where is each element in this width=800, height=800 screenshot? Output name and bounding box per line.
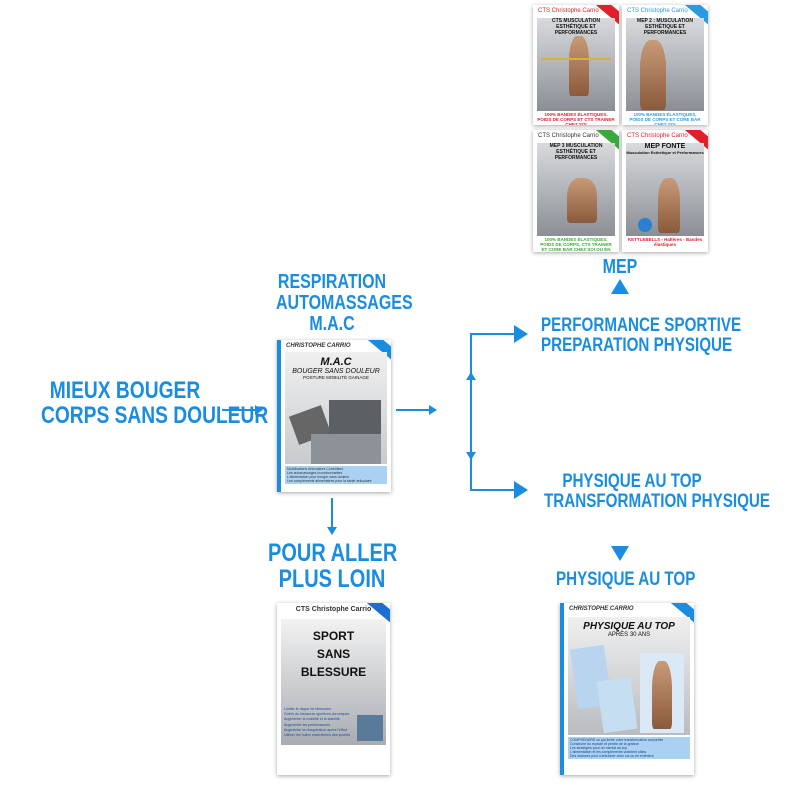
- arrowhead-down-icon: [327, 527, 337, 535]
- further-label: POUR ALLER PLUS LOIN: [268, 539, 398, 594]
- start-line2: CORPS SANS DOULEUR: [41, 402, 269, 430]
- arrow-mac-to-branches: [396, 409, 430, 411]
- book-title: MEP FONTE: [644, 143, 686, 150]
- book-bullet: Limiter le risque de blessures: [284, 707, 331, 711]
- start-label: MIEUX BOUGER CORPS SANS DOULEUR: [41, 377, 269, 430]
- book-bullet: Augmenter les performances: [284, 722, 331, 727]
- mac-label: RESPIRATION AUTOMASSAGES M.A.C: [276, 271, 413, 335]
- book-title-line: SPORT: [312, 629, 355, 643]
- book-footer: 100% BANDES ÉLASTIQUES, POIDS DE CORPS E…: [629, 112, 701, 125]
- bracket-top: [470, 333, 514, 335]
- book-author: CTS Christophe Carrio: [627, 8, 688, 14]
- arrowhead-up-icon: [466, 372, 476, 380]
- book-author: CTS Christophe Carrio: [538, 8, 599, 14]
- book-subtitle: Musculation Esthétique et Performances: [626, 150, 704, 155]
- book-footer: 100% BANDES ÉLASTIQUES, POIDS DE CORPS E…: [537, 112, 615, 125]
- book-author: CTS Christophe Carrio: [295, 606, 372, 613]
- arrowhead-right-icon: [429, 405, 437, 415]
- book-author: CHRISTOPHE CARRIO: [286, 343, 351, 349]
- arrowhead-right-icon: [255, 405, 263, 415]
- book-physique-au-top[interactable]: CHRISTOPHE CARRIO PHYSIQUE AU TOP APRÈS …: [560, 603, 694, 775]
- book-bullet: COMPRENDRE ce qui limite votre transform…: [570, 738, 664, 742]
- book-subtitle: APRÈS 30 ANS: [607, 632, 651, 638]
- book-title: MEP 3 MUSCULATION ESTHÉTIQUE ET PERFORMA…: [549, 143, 603, 161]
- branch-bottom-line2: TRANSFORMATION PHYSIQUE: [544, 490, 771, 512]
- book-bullet: L'alimentation pour bouger sans douleur: [287, 475, 350, 479]
- pat-label: PHYSIQUE AU TOP: [556, 569, 696, 590]
- triangle-up-icon: [611, 279, 629, 294]
- book-bullet: Mobilisations Articulaires Contrôlées: [287, 467, 344, 471]
- book-bullet: Construire du muscle et perdre de la gra…: [570, 742, 639, 746]
- book-bullet: Utiliser les huiles essentielles des spo…: [284, 733, 351, 738]
- book-title: MEP 2 : MUSCULATION ESTHÉTIQUE ET PERFOR…: [637, 18, 693, 36]
- start-line1: MIEUX BOUGER: [49, 377, 201, 404]
- book-mac[interactable]: CHRISTOPHE CARRIO M.A.C BOUGER SANS DOUL…: [277, 340, 391, 492]
- book-subtitle: BOUGER SANS DOULEUR: [292, 368, 380, 375]
- book-author: CTS Christophe Carrio: [538, 133, 599, 139]
- mac-line1: RESPIRATION: [277, 271, 387, 293]
- book-title: CTS MUSCULATION ESTHÉTIQUE ET PERFORMANC…: [552, 18, 600, 36]
- book-footer: 100% BANDES ÉLASTIQUES, POIDS DE CORPS, …: [540, 237, 612, 252]
- mep-label: MEP: [602, 256, 638, 278]
- book-footer: KETTLEBELLS - Haltères - Bandes élastiqu…: [627, 237, 703, 247]
- book-title: PHYSIQUE AU TOP: [583, 621, 675, 632]
- book-mep3[interactable]: CTS Christophe Carrio MEP 3 MUSCULATION …: [533, 130, 619, 252]
- book-author: CTS Christophe Carrio: [627, 133, 688, 139]
- arrow-start-to-mac: [222, 409, 256, 411]
- book-bullet: L'alimentation et les compléments vraime…: [570, 750, 647, 754]
- book-author: CHRISTOPHE CARRIO: [569, 606, 634, 612]
- mac-line2: AUTOMASSAGES: [276, 292, 413, 314]
- branch-bottom-line1: PHYSIQUE AU TOP: [562, 471, 702, 492]
- book-sport-sans-blessure[interactable]: CTS Christophe Carrio SPORT SANS BLESSUR…: [277, 603, 390, 775]
- book-bullet: Guérir de blessures sportives chroniques: [284, 712, 350, 717]
- book-bullet: Des séances pour s'entraîner chez soi ou…: [570, 754, 654, 758]
- branch-top-label: PERFORMANCE SPORTIVE PREPARATION PHYSIQU…: [541, 315, 742, 356]
- book-title-line: SANS: [316, 647, 351, 661]
- triangle-down-icon: [611, 546, 629, 561]
- arrow-mac-to-further: [331, 498, 333, 528]
- arrowhead-right-icon: [514, 481, 528, 499]
- book-mep4[interactable]: CTS Christophe Carrio MEP FONTE Musculat…: [622, 130, 708, 252]
- branch-bottom-label: PHYSIQUE AU TOP TRANSFORMATION PHYSIQUE: [544, 471, 771, 512]
- book-tagline: POSTURE MOBILITÉ GAINAGE: [303, 375, 369, 380]
- book-bullet: Augmenter la mobilité et la stabilité: [284, 717, 340, 722]
- book-bullet: Les stratégies pour un mental au top: [570, 746, 627, 750]
- branch-top-line2: PREPARATION PHYSIQUE: [541, 334, 733, 356]
- further-line2: PLUS LOIN: [278, 565, 386, 594]
- book-mep1[interactable]: CTS Christophe Carrio CTS MUSCULATION ES…: [533, 5, 619, 125]
- arrowhead-right-icon: [514, 325, 528, 343]
- further-line1: POUR ALLER: [268, 539, 398, 567]
- bracket-bottom: [470, 489, 514, 491]
- book-bullet: Les compléments alimentaires pour la san…: [287, 479, 372, 483]
- mac-line3: M.A.C: [309, 313, 355, 335]
- bracket-vertical: [470, 333, 472, 491]
- arrowhead-down-icon: [466, 452, 476, 460]
- book-bullet: Les automassages incontournables: [287, 471, 343, 475]
- book-title-line: BLESSURE: [300, 665, 367, 679]
- book-mep2[interactable]: CTS Christophe Carrio MEP 2 : MUSCULATIO…: [622, 5, 708, 125]
- book-title: M.A.C: [320, 356, 352, 368]
- book-bullet: Augmenter la récupération après l'effort: [284, 727, 347, 732]
- branch-top-line1: PERFORMANCE SPORTIVE: [541, 315, 742, 336]
